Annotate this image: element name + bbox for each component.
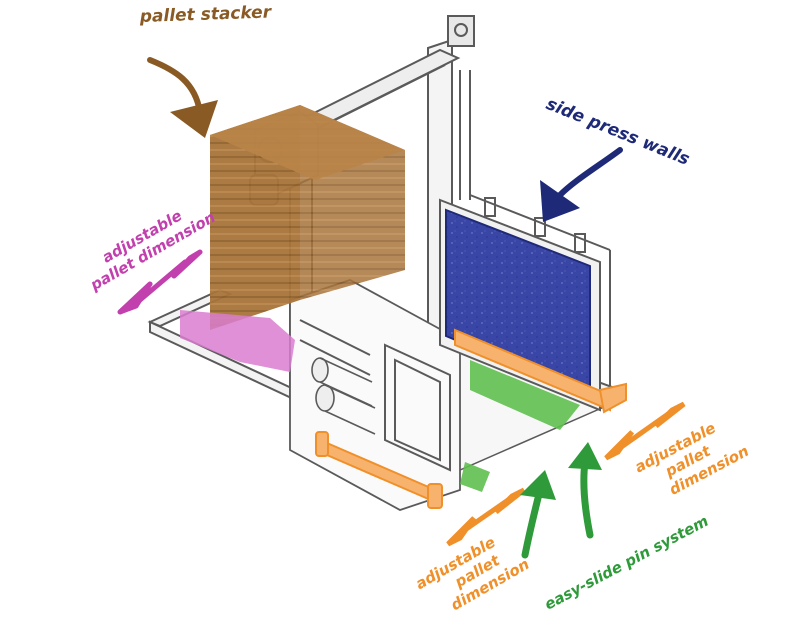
label-adjust-bottom: adjustable pallet dimension <box>412 533 532 614</box>
label-side-press-walls: side press walls <box>543 94 692 170</box>
pin-plate-right <box>470 360 580 430</box>
arrow-adjust-left <box>117 249 203 315</box>
motor-box <box>447 15 475 47</box>
arrow-pin-system <box>520 442 602 559</box>
arrow-adjust-bottom <box>446 487 526 547</box>
adjustable-plate-left <box>180 310 295 372</box>
label-pallet-stacker: pallet stacker <box>138 2 273 27</box>
label-adjust-left: adjustable pallet dimension <box>86 206 218 294</box>
label-pin-system: easy-slide pin system <box>541 512 711 614</box>
adjustable-rails <box>315 328 627 509</box>
arrow-side-press <box>540 147 623 222</box>
rollers <box>311 357 376 435</box>
pallet-stack-top <box>210 105 405 180</box>
pallet-stack <box>210 105 405 330</box>
pin-plate-front <box>460 462 490 492</box>
orange-rail-right <box>454 328 611 412</box>
arrow-adjust-right <box>604 401 686 461</box>
arrow-pallet-stacker <box>147 57 218 138</box>
